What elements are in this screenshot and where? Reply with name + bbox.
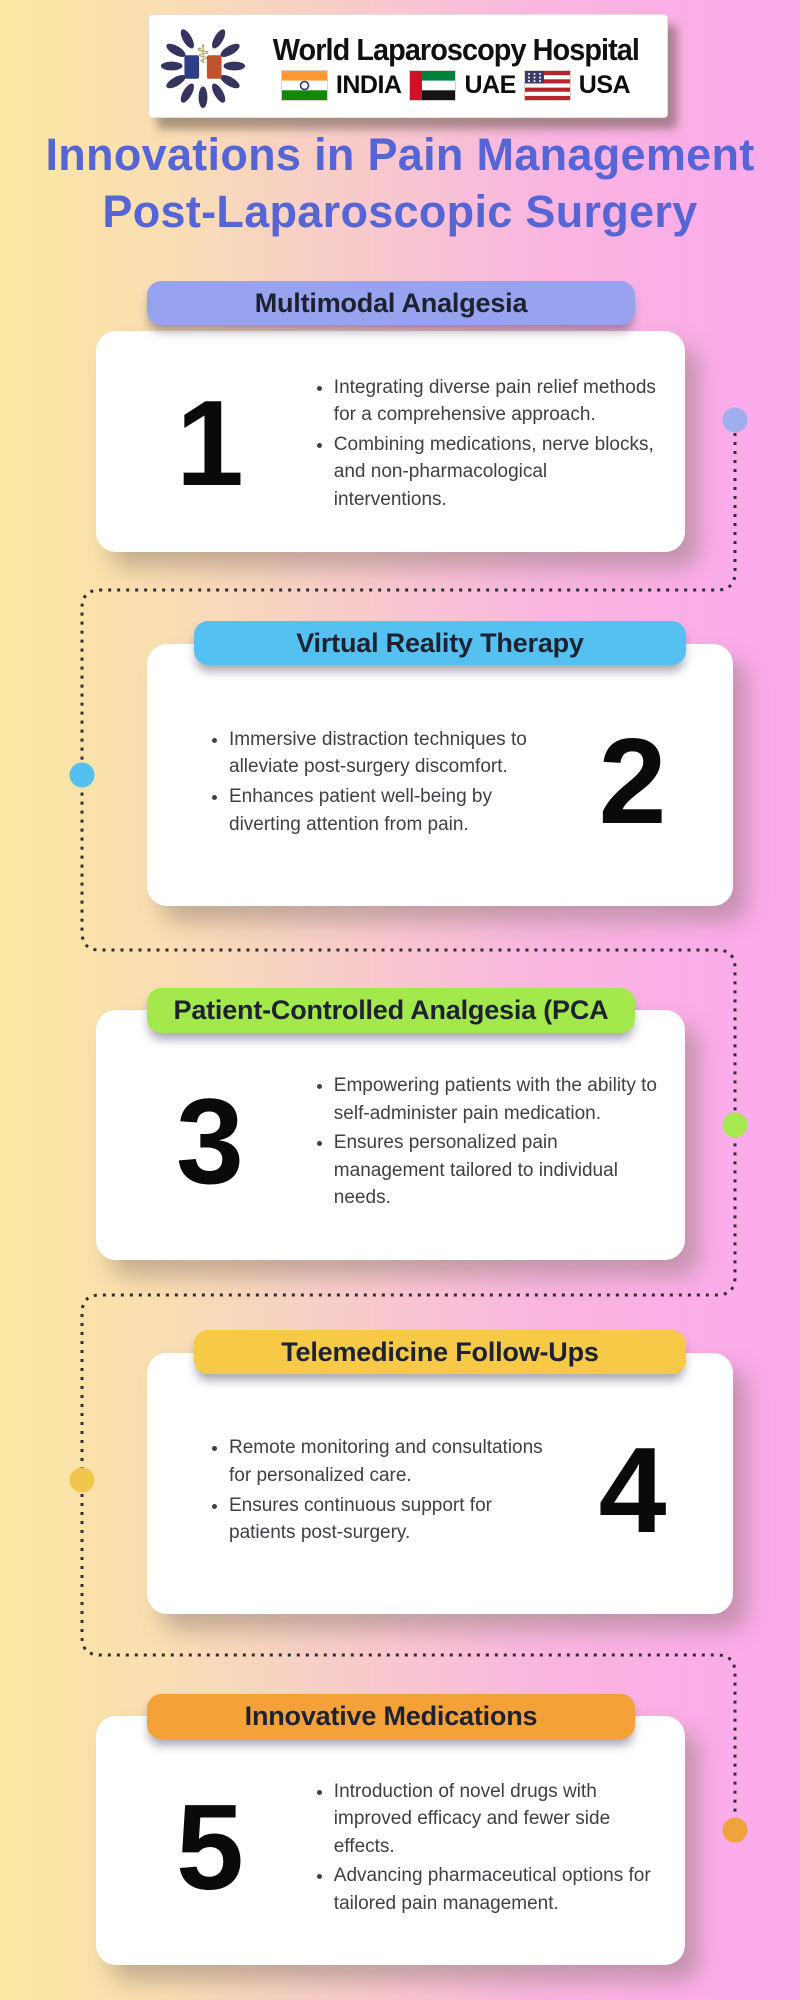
section-1-number: 1 [175, 374, 244, 511]
bullet-item: Ensures personalized pain management tai… [334, 1129, 665, 1212]
section-4-bullets: Remote monitoring and consultations for … [165, 1432, 550, 1548]
section-1-card: 1 Integrating diverse pain relief method… [96, 331, 685, 552]
step-dot-2 [69, 762, 95, 788]
usa-flag-icon [523, 69, 571, 101]
bullet-item: Introduction of novel drugs with improve… [334, 1778, 665, 1861]
section-2-card: Immersive distraction techniques to alle… [147, 644, 733, 906]
section-5-number: 5 [175, 1778, 244, 1915]
step-dot-3 [722, 1112, 748, 1138]
bullet-item: Integrating diverse pain relief methods … [334, 374, 665, 429]
bullet-item: Combining medications, nerve blocks, and… [334, 431, 665, 514]
bullet-item: Empowering patients with the ability to … [334, 1072, 665, 1127]
hospital-name: World Laparoscopy Hospital [272, 32, 640, 68]
step-dot-4 [69, 1467, 95, 1493]
bullet-item: Remote monitoring and consultations for … [229, 1434, 550, 1489]
bullet-item: Immersive distraction techniques to alle… [229, 726, 550, 781]
page-title-line1: Innovations in Pain Management [45, 129, 755, 180]
section-3-title-pill: Patient-Controlled Analgesia (PCA [147, 988, 635, 1033]
section-2-number: 2 [598, 713, 667, 850]
section-2-title-pill: Virtual Reality Therapy [194, 621, 686, 665]
bullet-item: Ensures continuous support for patients … [229, 1492, 550, 1547]
country-flags-row: INDIA UAE USA [280, 69, 631, 101]
section-5-title-pill: Innovative Medications [147, 1694, 635, 1739]
page-title-line2: Post-Laparoscopic Surgery [102, 186, 698, 238]
section-1-bullets: Integrating diverse pain relief methods … [310, 372, 665, 516]
hospital-logo: ⚕ World Laparoscopy Hospital INDIA UAE [148, 14, 668, 118]
country-label-usa: USA [578, 70, 631, 99]
section-2-bullets: Immersive distraction techniques to alle… [165, 724, 550, 840]
laurel-wreath-icon: ⚕ [160, 29, 246, 109]
svg-text:⚕: ⚕ [196, 39, 210, 69]
section-4-card: Remote monitoring and consultations for … [147, 1353, 733, 1614]
section-4-title-pill: Telemedicine Follow-Ups [194, 1330, 686, 1374]
section-4-number: 4 [598, 1421, 667, 1558]
country-label-india: INDIA [335, 70, 402, 99]
step-dot-1 [722, 407, 748, 433]
india-flag-icon [280, 69, 328, 101]
section-3-card: 3 Empowering patients with the ability t… [96, 1010, 685, 1260]
page-title: Innovations in Pain Management Post-Lapa… [0, 126, 800, 240]
country-label-uae: UAE [464, 70, 516, 99]
connector-dotted-path [80, 433, 737, 1815]
step-dot-5 [722, 1817, 748, 1843]
bullet-item: Advancing pharmaceutical options for tai… [334, 1862, 665, 1917]
section-5-card: 5 Introduction of novel drugs with impro… [96, 1716, 685, 1965]
section-5-bullets: Introduction of novel drugs with improve… [310, 1776, 665, 1920]
uae-flag-icon [409, 69, 457, 101]
section-3-bullets: Empowering patients with the ability to … [310, 1070, 665, 1214]
section-1-title-pill: Multimodal Analgesia [147, 281, 635, 325]
bullet-item: Enhances patient well-being by diverting… [229, 783, 550, 838]
section-3-number: 3 [175, 1073, 244, 1210]
